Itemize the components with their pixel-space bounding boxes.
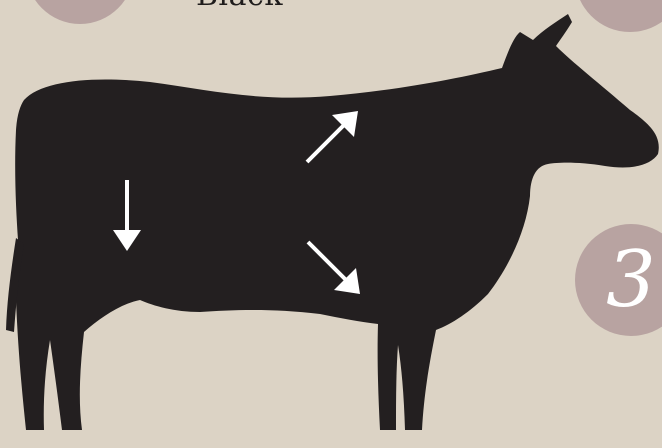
- cow-silhouette-icon: [0, 0, 662, 448]
- cow-infographic: 3 Black: [0, 0, 662, 448]
